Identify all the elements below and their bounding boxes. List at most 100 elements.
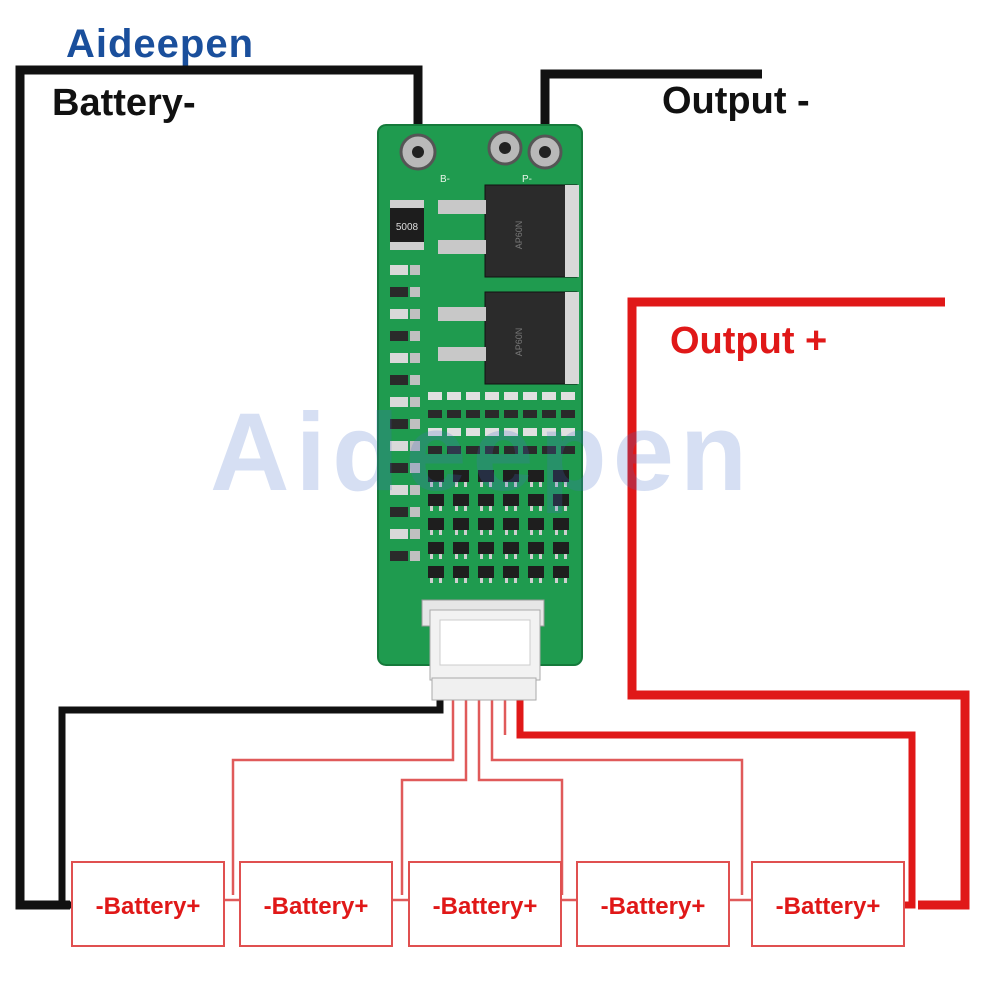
smd-left-13 bbox=[390, 551, 408, 561]
smd-ic-pin-a-4-4 bbox=[530, 578, 533, 583]
smd-ic-3-0 bbox=[428, 542, 444, 554]
smd-ic-2-0 bbox=[428, 518, 444, 530]
smd-ic-pin-b-1-5 bbox=[564, 506, 567, 511]
smd-ic-3-4 bbox=[528, 542, 544, 554]
smd-grid-2-3 bbox=[485, 428, 499, 436]
smd-ic-pin-a-4-1 bbox=[455, 578, 458, 583]
smd-ic-4-2 bbox=[478, 566, 494, 578]
smd-grid-1-1 bbox=[447, 410, 461, 418]
smd-ic-3-5 bbox=[553, 542, 569, 554]
smd-ic-pin-a-3-4 bbox=[530, 554, 533, 559]
smd-ic-0-5 bbox=[553, 470, 569, 482]
smd-ic-pin-a-2-1 bbox=[455, 530, 458, 535]
smd-ic-pin-a-3-3 bbox=[505, 554, 508, 559]
smd-ic-pin-b-3-2 bbox=[489, 554, 492, 559]
smd-left-pad-1 bbox=[410, 287, 420, 297]
smd-ic-3-3 bbox=[503, 542, 519, 554]
smd-ic-pin-b-0-5 bbox=[564, 482, 567, 487]
smd-ic-2-1 bbox=[453, 518, 469, 530]
smd-ic-pin-a-1-5 bbox=[555, 506, 558, 511]
smd-grid-3-2 bbox=[466, 446, 480, 454]
smd-grid-1-4 bbox=[504, 410, 518, 418]
mosfet-2-marking: AP60N bbox=[514, 328, 524, 357]
smd-ic-pin-b-1-3 bbox=[514, 506, 517, 511]
smd-ic-pin-a-3-0 bbox=[430, 554, 433, 559]
smd-ic-pin-a-3-1 bbox=[455, 554, 458, 559]
smd-ic-pin-b-4-2 bbox=[489, 578, 492, 583]
battery-negative-label: Battery- bbox=[52, 82, 196, 124]
smd-ic-pin-b-2-3 bbox=[514, 530, 517, 535]
battery-cell-5: -Battery+ bbox=[751, 861, 905, 947]
smd-grid-3-4 bbox=[504, 446, 518, 454]
smd-ic-pin-b-4-5 bbox=[564, 578, 567, 583]
smd-grid-3-3 bbox=[485, 446, 499, 454]
smd-left-pad-10 bbox=[410, 485, 420, 495]
smd-ic-pin-b-0-3 bbox=[514, 482, 517, 487]
brand-logo-text: Aideepen bbox=[66, 22, 255, 66]
bms-pcb: B- P- 5008 AP60N AP60N bbox=[377, 124, 583, 701]
smd-ic-pin-a-0-4 bbox=[530, 482, 533, 487]
smd-ic-3-2 bbox=[478, 542, 494, 554]
smd-left-9 bbox=[390, 463, 408, 473]
smd-ic-pin-b-2-0 bbox=[439, 530, 442, 535]
smd-ic-pin-b-4-0 bbox=[439, 578, 442, 583]
smd-ic-pin-a-3-5 bbox=[555, 554, 558, 559]
smd-left-11 bbox=[390, 507, 408, 517]
battery-cell-4: -Battery+ bbox=[576, 861, 730, 947]
smd-left-pad-11 bbox=[410, 507, 420, 517]
smd-ic-1-2 bbox=[478, 494, 494, 506]
smd-ic-4-4 bbox=[528, 566, 544, 578]
smd-left-3 bbox=[390, 331, 408, 341]
smd-left-7 bbox=[390, 419, 408, 429]
pack-negative-sense-wire bbox=[58, 700, 444, 909]
smd-grid-2-4 bbox=[504, 428, 518, 436]
smd-ic-pin-a-1-1 bbox=[455, 506, 458, 511]
battery-cell-label: -Battery+ bbox=[776, 893, 881, 920]
smd-grid-2-2 bbox=[466, 428, 480, 436]
smd-left-10 bbox=[390, 485, 408, 495]
smd-ic-pin-b-2-1 bbox=[464, 530, 467, 535]
pad-mounting-hole bbox=[499, 142, 511, 154]
balance-wires bbox=[224, 700, 752, 902]
output-positive-label: Output + bbox=[670, 320, 828, 362]
smd-ic-pin-a-2-2 bbox=[480, 530, 483, 535]
smd-grid-3-6 bbox=[542, 446, 556, 454]
smd-ic-pin-a-1-0 bbox=[430, 506, 433, 511]
battery-cell-box bbox=[71, 861, 225, 947]
smd-ic-pin-a-0-2 bbox=[480, 482, 483, 487]
smd-ic-pin-b-0-1 bbox=[464, 482, 467, 487]
smd-ic-1-0 bbox=[428, 494, 444, 506]
smd-ic-4-3 bbox=[503, 566, 519, 578]
smd-ic-pin-b-0-0 bbox=[439, 482, 442, 487]
smd-ic-pin-a-0-0 bbox=[430, 482, 433, 487]
smd-ic-1-1 bbox=[453, 494, 469, 506]
battery-negative-wire bbox=[15, 65, 423, 910]
smd-grid-3-7 bbox=[561, 446, 575, 454]
smd-left-pad-2 bbox=[410, 309, 420, 319]
smd-grid-2-0 bbox=[428, 428, 442, 436]
smd-ic-pin-b-3-1 bbox=[464, 554, 467, 559]
battery-cell-1: -Battery+ bbox=[71, 861, 225, 947]
smd-ic-1-5 bbox=[553, 494, 569, 506]
smd-left-1 bbox=[390, 287, 408, 297]
shunt-resistor bbox=[390, 200, 424, 250]
smd-ic-0-1 bbox=[453, 470, 469, 482]
smd-ic-pin-a-0-3 bbox=[505, 482, 508, 487]
smd-components bbox=[390, 265, 575, 583]
smd-grid-0-1 bbox=[447, 392, 461, 400]
smd-ic-pin-b-0-2 bbox=[489, 482, 492, 487]
battery-cell-box bbox=[408, 861, 562, 947]
smd-ic-pin-a-1-4 bbox=[530, 506, 533, 511]
smd-ic-0-4 bbox=[528, 470, 544, 482]
smd-ic-pin-b-0-4 bbox=[539, 482, 542, 487]
output-positive-wire bbox=[627, 297, 970, 910]
smd-left-pad-5 bbox=[410, 375, 420, 385]
battery-cell-label: -Battery+ bbox=[96, 893, 201, 920]
smd-grid-0-5 bbox=[523, 392, 537, 400]
smd-ic-pin-b-3-5 bbox=[564, 554, 567, 559]
smd-ic-pin-b-3-4 bbox=[539, 554, 542, 559]
smd-ic-pin-b-2-5 bbox=[564, 530, 567, 535]
smd-ic-2-5 bbox=[553, 518, 569, 530]
smd-grid-2-1 bbox=[447, 428, 461, 436]
